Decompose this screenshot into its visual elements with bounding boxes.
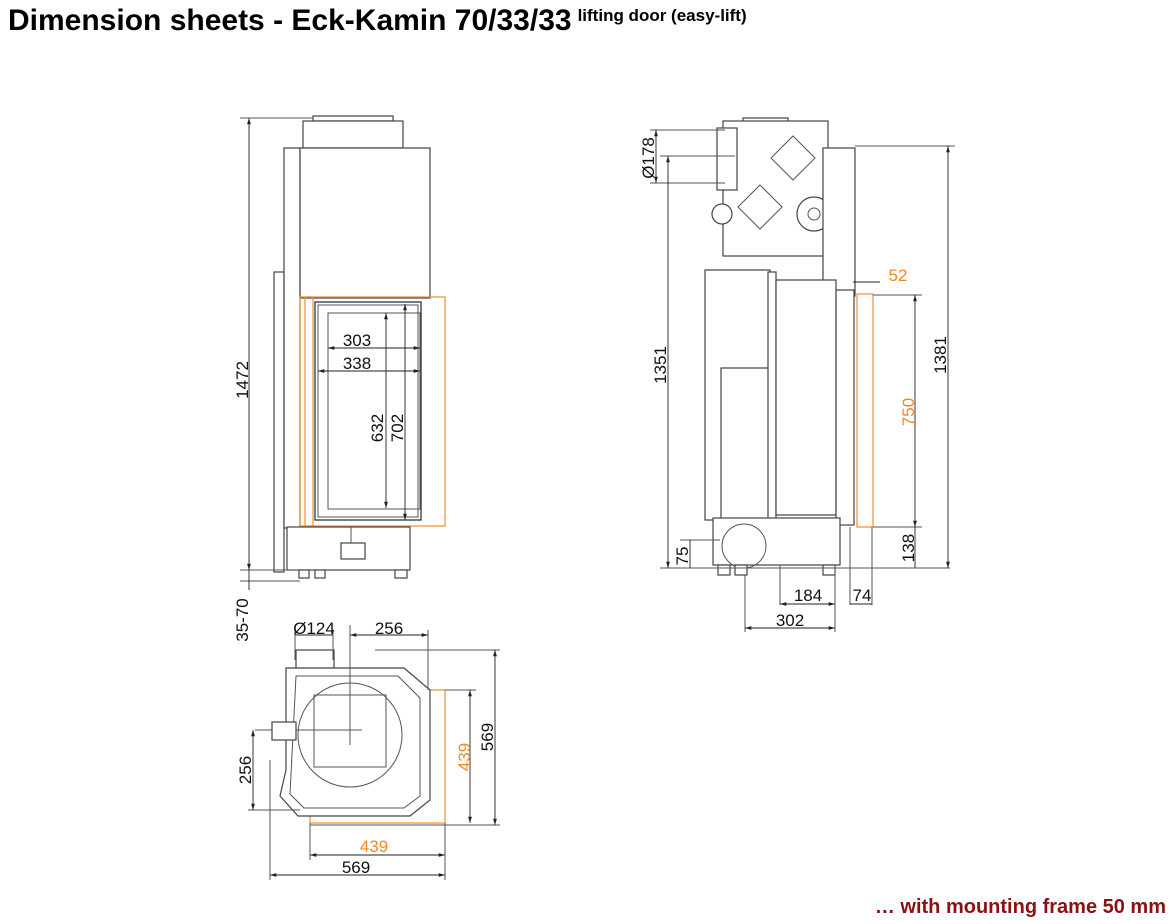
dim-439-vertical: 439 (455, 743, 474, 771)
dim-52: 52 (889, 266, 908, 285)
dim-338: 338 (343, 354, 371, 373)
title-text: Dimension sheets - Eck-Kamin 70/33/33 (8, 4, 572, 37)
dim-439-horizontal: 439 (360, 837, 388, 856)
dim-1351: 1351 (651, 346, 670, 384)
dim-184: 184 (794, 586, 822, 605)
dim-256-horizontal: 256 (375, 619, 403, 638)
dim-35-70: 35-70 (233, 598, 252, 641)
mounting-frame-note: … with mounting frame 50 mm (874, 896, 1166, 918)
dim-632: 632 (368, 414, 387, 442)
dim-750: 750 (899, 398, 918, 426)
title-subtitle: lifting door (easy-lift) (577, 6, 747, 25)
dim-1472: 1472 (233, 361, 252, 399)
dim-256-vertical: 256 (236, 756, 255, 784)
dim-75: 75 (673, 547, 692, 566)
dim-702: 702 (388, 414, 407, 442)
dim-569-vertical: 569 (478, 723, 497, 751)
dim-303: 303 (343, 331, 371, 350)
dim-569-horizontal: 569 (342, 858, 370, 877)
dim-1381: 1381 (931, 336, 950, 374)
front-view: 1472 35-70 303 338 632 702 (233, 115, 446, 642)
page-title: Dimension sheets - Eck-Kamin 70/33/33 lif… (8, 4, 747, 38)
dim-138: 138 (899, 534, 918, 562)
plan-view: Ø124 256 256 439 569 439 569 (236, 619, 500, 880)
dim-302: 302 (776, 611, 804, 630)
side-view: Ø178 1351 75 1381 750 138 52 184 74 302 (639, 117, 955, 632)
dim-d124: Ø124 (293, 619, 335, 638)
dim-d178: Ø178 (639, 137, 658, 179)
dim-74: 74 (853, 586, 872, 605)
